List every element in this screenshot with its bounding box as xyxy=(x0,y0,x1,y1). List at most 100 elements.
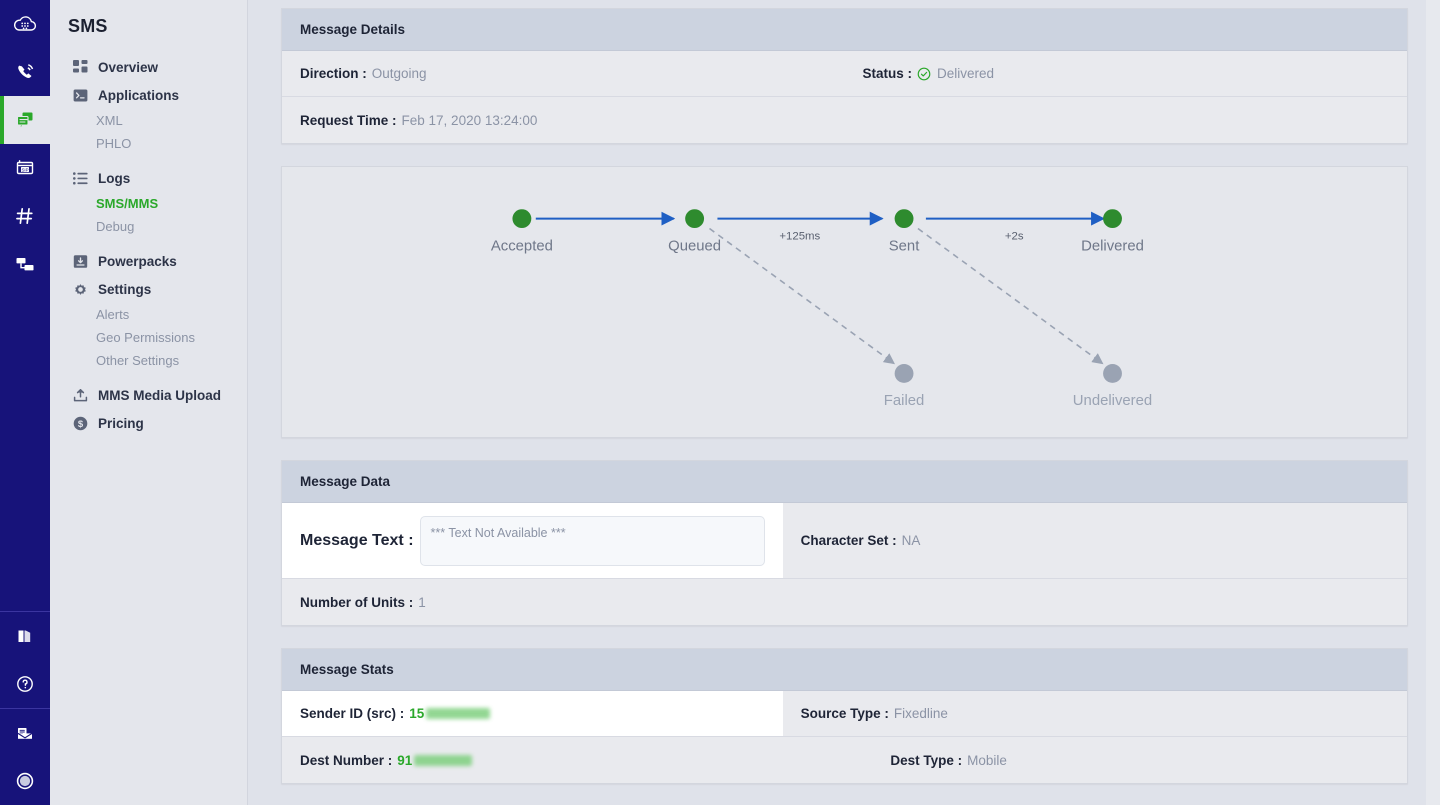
flow-node-label: Delivered xyxy=(1081,238,1144,254)
help-icon xyxy=(13,672,37,696)
message-details-panel: Message Details Direction : Outgoing Sta… xyxy=(281,8,1408,144)
sidebar-subitem-geo-permissions[interactable]: Geo Permissions xyxy=(96,330,195,345)
gear-icon xyxy=(72,281,88,297)
sidebar-item-logs[interactable]: Logs xyxy=(50,164,247,192)
voice-icon-button[interactable] xyxy=(0,48,50,96)
voice-icon xyxy=(12,59,38,85)
main-content: Message Details Direction : Outgoing Sta… xyxy=(248,0,1440,805)
rail-bottom-group xyxy=(0,611,50,805)
message-stats-heading: Message Stats xyxy=(282,649,1407,691)
sender-id-field: Sender ID (src) : 15 xyxy=(282,691,783,736)
sip-icon-button[interactable]: SIP xyxy=(0,144,50,192)
character-set-value: NA xyxy=(901,533,921,548)
list-icon xyxy=(72,170,88,186)
units-value: 1 xyxy=(418,594,426,610)
sidebar-subitem-phlo[interactable]: PHLO xyxy=(96,136,132,151)
flow-svg: +125ms +2s Accepted Queued Sent Del xyxy=(491,209,1152,409)
dest-number-redaction xyxy=(414,754,473,766)
status-value: Delivered xyxy=(937,66,995,81)
message-text-label: Message Text : xyxy=(300,531,414,549)
sidebar-item-powerpacks[interactable]: Powerpacks xyxy=(50,247,247,275)
character-set-label: Character Set : xyxy=(800,533,897,548)
sidebar-item-settings[interactable]: Settings xyxy=(50,275,247,303)
svg-text:$: $ xyxy=(77,419,83,430)
flow-node-label: Queued xyxy=(668,238,721,254)
message-data-row-1: Message Text : *** Text Not Available **… xyxy=(282,503,1407,579)
billing-icon xyxy=(13,721,37,745)
sidebar-item-label: Logs xyxy=(98,170,131,186)
sidebar-item-label: MMS Media Upload xyxy=(98,387,222,403)
flow-node-label: Sent xyxy=(889,238,920,254)
dashboard-icon xyxy=(72,59,88,75)
sidebar-spacer-2 xyxy=(50,238,247,247)
message-text-input[interactable]: *** Text Not Available *** xyxy=(419,515,765,566)
docs-icon-button[interactable] xyxy=(0,612,50,660)
sidebar-subitem-sms-mms[interactable]: SMS/MMS xyxy=(96,196,159,211)
rail-divider-2 xyxy=(0,708,50,709)
sidebar-subitem-other-settings[interactable]: Other Settings xyxy=(96,353,180,368)
help-icon-button[interactable] xyxy=(0,660,50,708)
upload-icon xyxy=(72,387,88,403)
character-set-field: Character Set : NA xyxy=(783,503,1407,578)
dest-type-label: Dest Type : xyxy=(890,752,963,768)
sidebar-item-label: Applications xyxy=(98,87,180,103)
scrollbar[interactable] xyxy=(1426,0,1440,805)
edge-label-queued-sent: +125ms xyxy=(779,230,820,242)
network-icon-button[interactable] xyxy=(0,240,50,288)
request-time-label: Request Time : xyxy=(300,112,397,128)
check-circle-icon xyxy=(917,67,931,81)
account-icon xyxy=(13,769,37,793)
message-data-heading: Message Data xyxy=(282,461,1407,503)
sidebar-item-applications[interactable]: Applications xyxy=(50,81,247,109)
message-icon xyxy=(12,107,38,133)
flow-node-failed: Failed xyxy=(884,364,925,409)
status-badge: Delivered xyxy=(917,66,994,81)
sidebar-subitem-xml[interactable]: XML xyxy=(96,113,123,128)
flow-node-label: Failed xyxy=(884,393,925,409)
message-data-panel: Message Data Message Text : *** Text Not… xyxy=(281,460,1408,626)
cloud-icon-button[interactable] xyxy=(0,0,50,48)
dest-type-value: Mobile xyxy=(967,752,1007,768)
rail-top-group: SIP xyxy=(0,0,50,288)
sidebar-item-label: Powerpacks xyxy=(98,253,177,269)
flow-node-queued: Queued xyxy=(668,209,721,254)
flow-node-delivered: Delivered xyxy=(1081,209,1144,254)
sidebar-item-pricing[interactable]: $ Pricing xyxy=(50,409,247,437)
sidebar-item-overview[interactable]: Overview xyxy=(50,53,247,81)
dest-number-label: Dest Number : xyxy=(300,752,393,768)
sidebar: SMS Overview Applications xyxy=(50,0,248,805)
edge-label-sent-delivered: +2s xyxy=(1005,230,1024,242)
message-details-row-1: Direction : Outgoing Status : Delivered xyxy=(282,51,1407,97)
message-stats-row-2: Dest Number : 91 Dest Type : Mobile xyxy=(282,737,1407,783)
sidebar-subitem-debug[interactable]: Debug xyxy=(96,219,135,234)
sidebar-item-label: Pricing xyxy=(98,415,144,431)
status-field: Status : Delivered xyxy=(845,51,1408,96)
sender-id-label: Sender ID (src) : xyxy=(300,706,405,721)
sender-id-redaction xyxy=(426,708,491,719)
dollar-icon: $ xyxy=(72,415,88,431)
edge-queued-failed xyxy=(709,227,896,365)
direction-field: Direction : Outgoing xyxy=(282,51,845,96)
message-details-heading: Message Details xyxy=(282,9,1407,51)
dest-type-field: Dest Type : Mobile xyxy=(872,737,1407,783)
sidebar-subitem-alerts[interactable]: Alerts xyxy=(96,307,130,322)
direction-value: Outgoing xyxy=(371,66,427,81)
message-data-row-2: Number of Units : 1 xyxy=(282,579,1407,625)
number-hash-icon xyxy=(12,203,38,229)
billing-icon-button[interactable] xyxy=(0,709,50,757)
sip-icon: SIP xyxy=(12,155,38,181)
number-hash-icon-button[interactable] xyxy=(0,192,50,240)
units-label: Number of Units : xyxy=(300,594,414,610)
cloud-icon xyxy=(12,11,38,37)
messaging-icon-button[interactable] xyxy=(0,96,50,144)
edge-sent-undelivered xyxy=(917,227,1104,365)
terminal-icon xyxy=(72,87,88,103)
message-flow-diagram: +125ms +2s Accepted Queued Sent Del xyxy=(281,166,1408,438)
message-stats-panel: Message Stats Sender ID (src) : 15 Sourc… xyxy=(281,648,1408,784)
sender-id-value: 15 xyxy=(409,706,425,721)
sidebar-spacer xyxy=(50,155,247,164)
sidebar-item-mms-media-upload[interactable]: MMS Media Upload xyxy=(50,381,247,409)
request-time-value: Feb 17, 2020 13:24:00 xyxy=(401,112,538,128)
account-icon-button[interactable] xyxy=(0,757,50,805)
